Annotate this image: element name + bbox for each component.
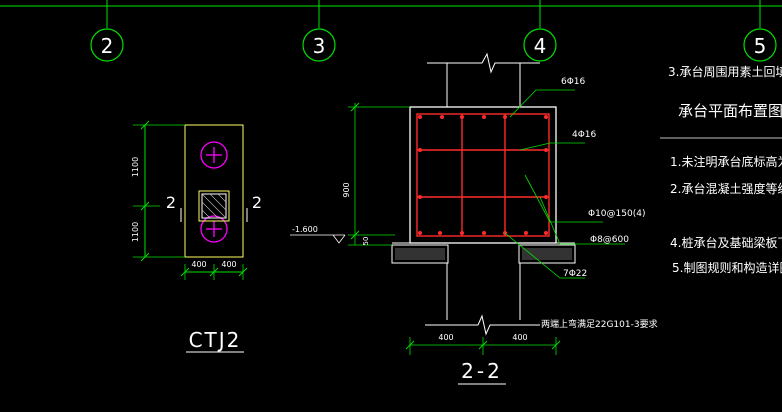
section-elevation: -1.600 <box>292 225 318 234</box>
ctj-dim-right: 400 <box>221 260 236 269</box>
notes-heading: 承台平面布置图 <box>678 102 782 120</box>
note-line2: 2.承台混凝土强度等级C <box>670 181 782 196</box>
rebar-dots <box>418 115 548 235</box>
note-line1: 1.未注明承台底标高为- <box>670 154 782 169</box>
ctj-dim-vertical <box>133 120 185 262</box>
label-stirrup: Φ10@150(4) <box>588 209 645 219</box>
ctj-dim-bottom: 1100 <box>131 222 140 242</box>
section-dim-right: 400 <box>512 333 527 342</box>
ctj-dim-left: 400 <box>191 260 206 269</box>
column-hatch <box>198 190 230 222</box>
column-stub <box>427 52 540 107</box>
note-line3: 3.承台周围用素土回填,素 <box>668 64 782 79</box>
ctj-dim-horizontal <box>180 264 248 280</box>
section-dim-left: 400 <box>438 333 453 342</box>
pad-soil <box>391 242 576 264</box>
axis-label-5: 5 <box>754 34 767 58</box>
ctj-section-left: 2 <box>166 193 176 212</box>
axis-label-4: 4 <box>534 34 547 58</box>
note-line4: 4.桩承台及基础梁板下垫 <box>670 235 782 250</box>
section-title: 2-2 <box>461 359 503 383</box>
section-dim-vertical <box>348 102 410 246</box>
cap-outline <box>184 124 244 258</box>
pile-below <box>425 263 540 336</box>
pile-bottom <box>200 215 228 243</box>
label-tie: Φ8@600 <box>590 235 629 245</box>
section-dim-height: 900 <box>342 182 351 197</box>
axis-bubble-5: 5 <box>743 0 777 62</box>
ctj2-plan: 1100 1100 2 2 400 400 CTJ2 <box>131 120 262 353</box>
note-line5: 5.制图规则和构造详图详 <box>672 260 782 275</box>
axis-bubble-3: 3 <box>302 0 336 62</box>
leaders <box>504 89 625 279</box>
axis-bubble-4: 4 <box>523 0 557 62</box>
section-2-2: 6Φ16 4Φ16 Φ10@150(4) Φ8@600 7Φ22 两端上弯满足2… <box>290 52 658 385</box>
label-side-bar: 4Φ16 <box>572 130 597 140</box>
section-dim-pad: 50 <box>362 237 370 246</box>
axis-bubble-2: 2 <box>90 0 124 62</box>
pile-top <box>200 141 228 169</box>
rebar-cage <box>416 113 550 237</box>
section-dim-horizontal <box>405 337 561 355</box>
axis-label-3: 3 <box>313 34 326 58</box>
label-anchor-note: 两端上弯满足22G101-3要求 <box>541 318 658 330</box>
ctj-section-right: 2 <box>252 193 262 212</box>
notes-panel: 3.承台周围用素土回填,素 承台平面布置图 1.未注明承台底标高为- 2.承台混… <box>660 64 782 275</box>
ctj-title: CTJ2 <box>189 328 242 352</box>
elevation-mark <box>290 234 346 244</box>
beam-outline <box>409 106 557 244</box>
axis-label-2: 2 <box>101 34 114 58</box>
label-top-bar: 6Φ16 <box>561 77 586 87</box>
ctj-dim-top: 1100 <box>131 157 140 177</box>
label-bottom-bar: 7Φ22 <box>563 269 587 279</box>
